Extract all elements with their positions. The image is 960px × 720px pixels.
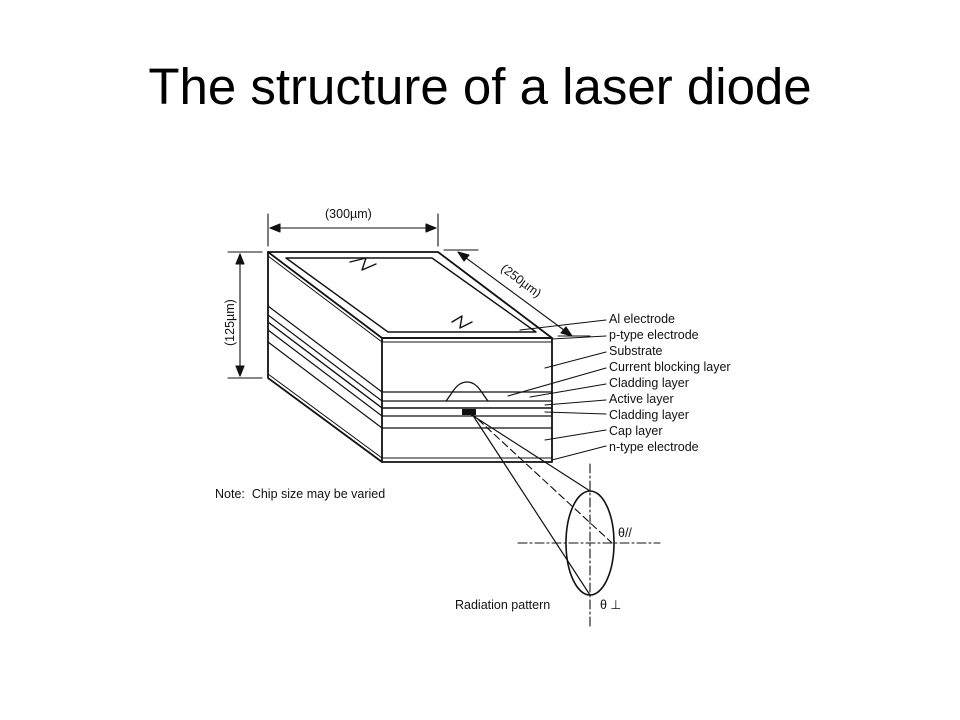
dimension-width-label: (300µm) — [325, 207, 372, 221]
chip-front-face — [381, 337, 553, 463]
dimension-depth-label: (250µm) — [498, 261, 544, 300]
emission-point — [462, 409, 476, 415]
beam-ray-center — [469, 411, 613, 544]
theta-perp-label: θ ⊥ — [600, 598, 621, 612]
beam-ray-bottom — [471, 413, 591, 596]
ridge-bump — [445, 381, 489, 402]
radiation-pattern — [463, 409, 661, 629]
note-text: Note: Chip size may be varied — [215, 487, 385, 501]
dimension-height-label: (125µm) — [223, 299, 237, 346]
label-active-layer: Active layer — [609, 392, 674, 406]
break-mark-top — [349, 257, 377, 271]
layer-labels: Al electrode p-type electrode Substrate … — [609, 312, 731, 454]
break-mark-front — [451, 315, 473, 329]
label-cap-layer: Cap layer — [609, 424, 663, 438]
chip-side-face — [267, 251, 383, 463]
dimension-height — [227, 251, 263, 379]
al-electrode-outline — [285, 257, 537, 333]
radiation-pattern-label: Radiation pattern — [455, 598, 550, 612]
theta-parallel-label: θ// — [618, 526, 632, 540]
label-al-electrode: Al electrode — [609, 312, 675, 326]
chip-block — [267, 251, 553, 463]
label-cladding-layer-upper: Cladding layer — [609, 376, 689, 390]
label-current-blocking-layer: Current blocking layer — [609, 360, 731, 374]
label-leaders — [507, 319, 607, 461]
label-substrate: Substrate — [609, 344, 663, 358]
beam-ray-top — [463, 409, 591, 492]
label-n-type-electrode: n-type electrode — [609, 440, 699, 454]
page-title: The structure of a laser diode — [148, 58, 812, 115]
label-cladding-layer-lower: Cladding layer — [609, 408, 689, 422]
dimension-width — [267, 213, 439, 247]
label-p-type-electrode: p-type electrode — [609, 328, 699, 342]
dimension-depth — [443, 249, 591, 337]
